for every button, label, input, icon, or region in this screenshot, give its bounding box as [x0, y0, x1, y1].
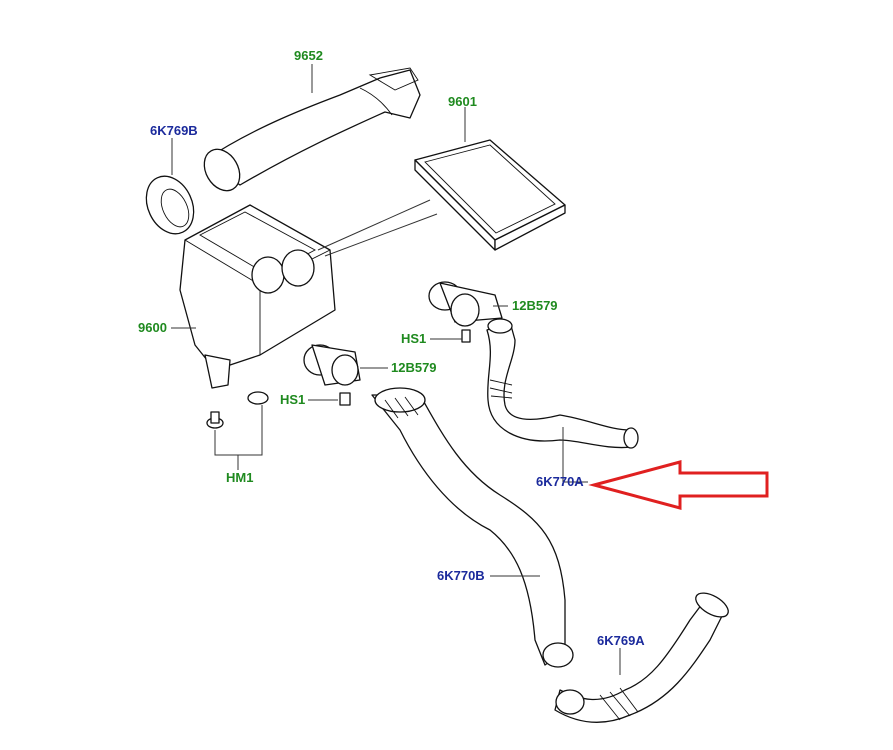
- mount-grommets-HM1[interactable]: [206, 391, 269, 470]
- label-HS1-lower: HS1: [280, 392, 306, 407]
- label-9600: 9600: [138, 320, 167, 335]
- elbow-6K769A[interactable]: [554, 588, 732, 723]
- air-cleaner-housing-9600[interactable]: [179, 204, 336, 389]
- arrow-left-icon: [588, 460, 769, 510]
- label-12B579-upper: 12B579: [512, 298, 558, 313]
- label-12B579-lower: 12B579: [391, 360, 437, 375]
- maf-sensor-12B579-upper[interactable]: [428, 281, 503, 343]
- outlet-hose-6K770A[interactable]: [486, 318, 639, 449]
- label-9652: 9652: [294, 48, 323, 63]
- leader-lines: [171, 64, 621, 675]
- label-6K770A: 6K770A: [536, 474, 584, 489]
- label-6K770B: 6K770B: [437, 568, 485, 583]
- gasket-6K769B[interactable]: [137, 169, 202, 242]
- label-9601: 9601: [448, 94, 477, 109]
- label-6K769B: 6K769B: [150, 123, 198, 138]
- label-6K769A: 6K769A: [597, 633, 645, 648]
- lower-duct-6K770B[interactable]: [371, 387, 574, 668]
- label-HM1: HM1: [226, 470, 254, 485]
- label-HS1-upper: HS1: [401, 331, 427, 346]
- maf-sensor-12B579-lower[interactable]: [303, 344, 361, 406]
- intake-duct-9652[interactable]: [197, 67, 421, 197]
- air-filter-9601[interactable]: [414, 139, 566, 251]
